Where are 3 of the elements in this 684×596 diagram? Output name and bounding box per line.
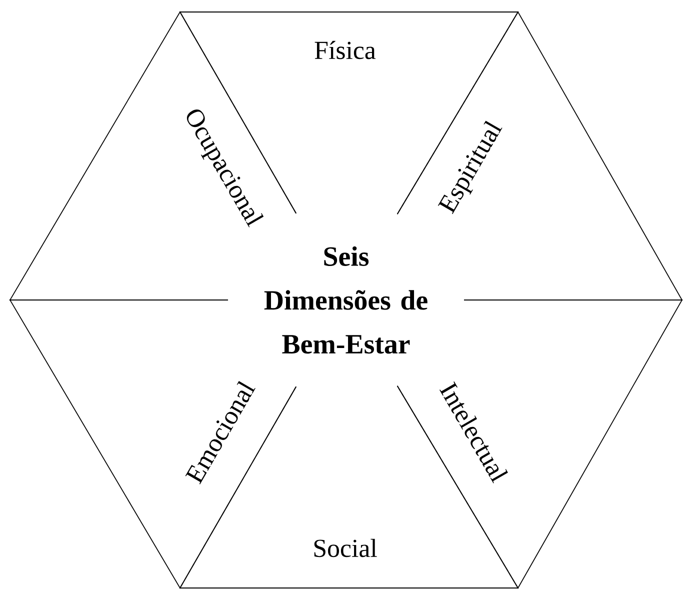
- title: Seis Dimensões de Bem-Estar: [264, 246, 428, 354]
- section-label: Física: [314, 40, 376, 60]
- section-label: Social: [314, 538, 377, 558]
